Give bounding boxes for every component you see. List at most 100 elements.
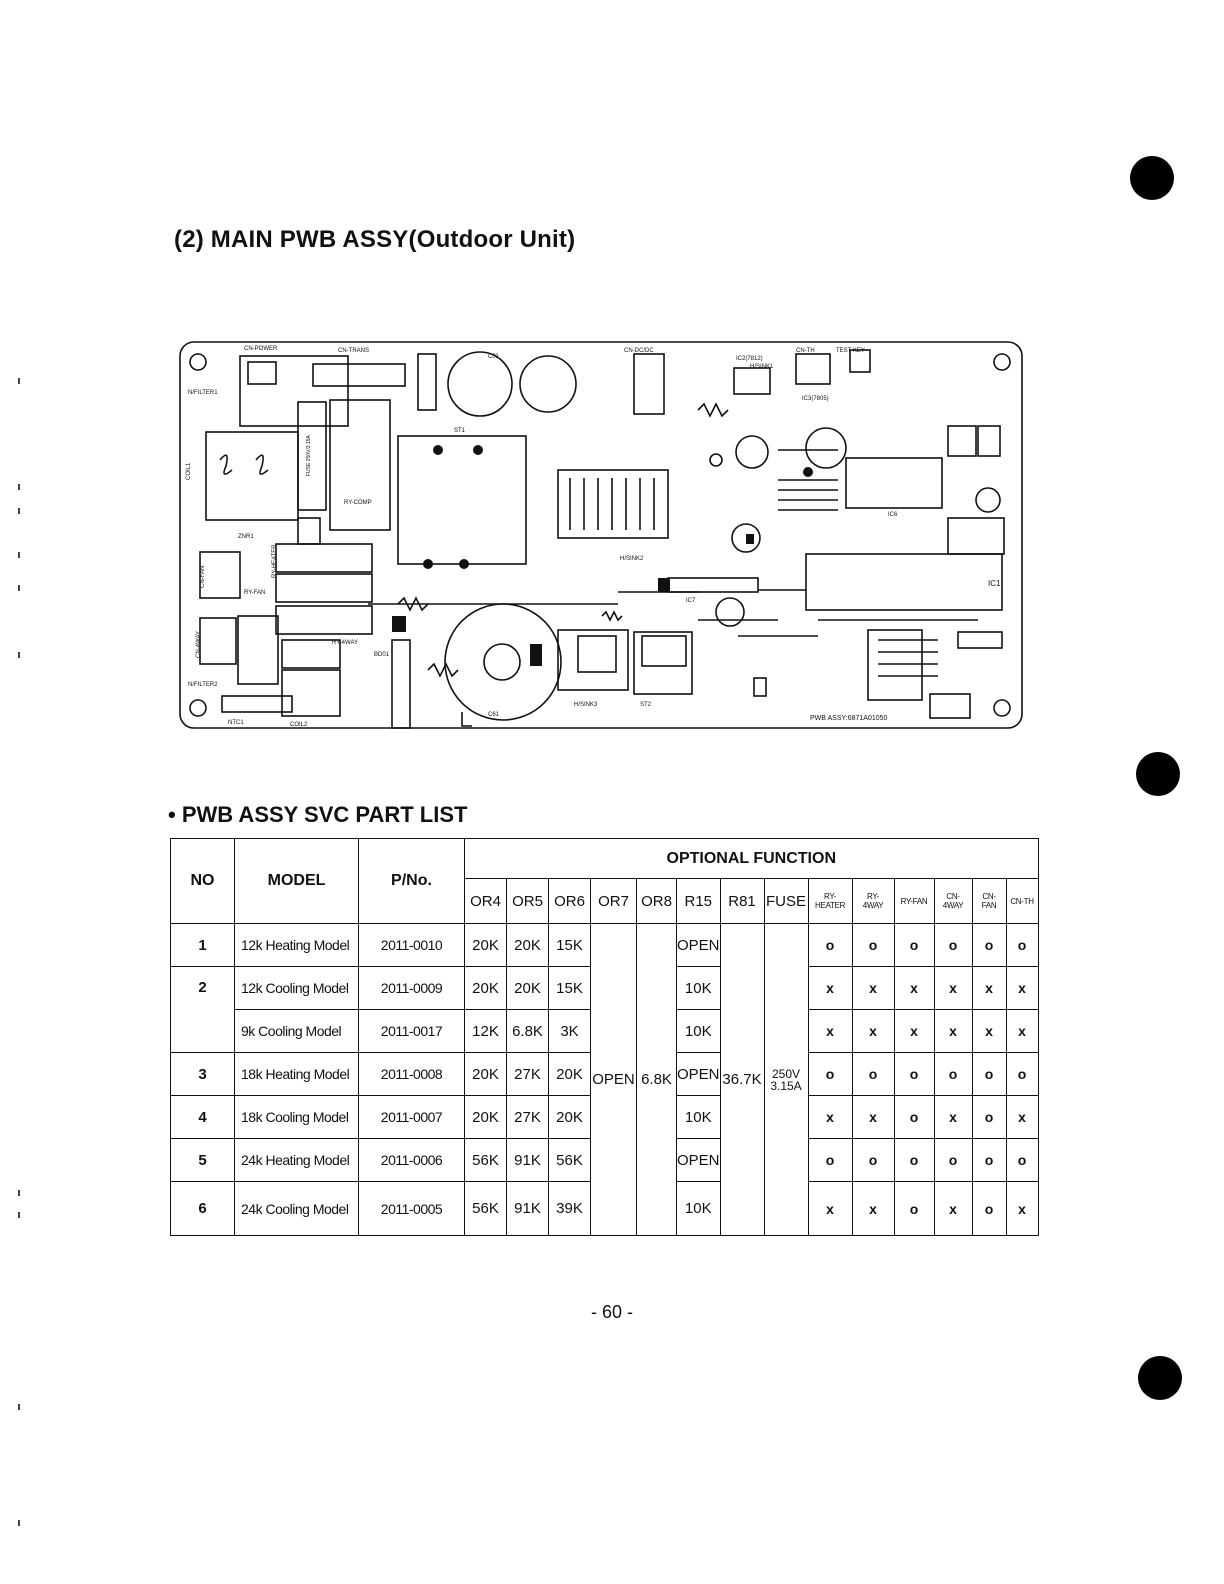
header-no: NO (170, 838, 235, 924)
cell-pno: 2011-0008 (358, 1052, 465, 1096)
cell-ry-fan: o (893, 1052, 935, 1096)
scan-mark (18, 585, 20, 591)
cell-or5: 6.8K (506, 1009, 549, 1053)
cell-cn-fan: o (971, 923, 1007, 967)
label-n-filter1: N/FILTER1 (188, 390, 218, 396)
cell-no: 2 (170, 966, 235, 1053)
cell-cn-th: x (1005, 1009, 1039, 1053)
scan-mark (18, 1190, 20, 1196)
cell-cn-4way: x (933, 1009, 973, 1053)
cell-model: 9k Cooling Model (234, 1009, 359, 1053)
label-ry-4way: RY-4WAY (332, 640, 358, 646)
cell-pno: 2011-0007 (358, 1095, 465, 1139)
cell-cn-th: o (1005, 923, 1039, 967)
label-coil2: COIL2 (290, 722, 308, 728)
cell-cn-4way: o (933, 1138, 973, 1182)
label-ry-heater: RY-HEATER (272, 544, 278, 578)
scan-mark (18, 1212, 20, 1218)
cell-ry-heater: o (807, 1138, 853, 1182)
cell-r15: 10K (676, 1181, 721, 1236)
cell-r15: 10K (676, 1009, 721, 1053)
cell-ry-fan: o (893, 1181, 935, 1236)
label-cn-fan: CN-FAN (200, 566, 206, 588)
cell-or6: 56K (548, 1138, 591, 1182)
scan-mark (18, 378, 20, 384)
binding-hole-dot (1136, 752, 1180, 796)
label-cn-trans: CN-TRANS (338, 348, 369, 354)
part-list-heading: • PWB ASSY SVC PART LIST (168, 802, 468, 827)
cell-pno: 2011-0005 (358, 1181, 465, 1236)
cell-r15: OPEN (676, 1052, 721, 1096)
cell-ry-fan: x (893, 966, 935, 1010)
cell-or6: 15K (548, 923, 591, 967)
label-coil1: COIL1 (186, 462, 192, 480)
cell-ry-fan: o (893, 1095, 935, 1139)
cell-model: 12k Cooling Model (234, 966, 359, 1010)
header-or8: OR8 (636, 878, 677, 924)
label-ic1: IC1 (988, 579, 1001, 588)
label-ntc1: NTC1 (228, 720, 244, 726)
scan-mark (18, 1520, 20, 1526)
label-cn-4way: CN-4WAY (196, 631, 202, 658)
cell-pno: 2011-0006 (358, 1138, 465, 1182)
header-or4: OR4 (464, 878, 507, 924)
cell-r15: 10K (676, 966, 721, 1010)
scan-mark (18, 552, 20, 558)
cell-r15: OPEN (676, 1138, 721, 1182)
cell-model: 24k Heating Model (234, 1138, 359, 1182)
cell-r81-merged: 36.7K (719, 923, 765, 1236)
header-ry-4way: RY-4WAY (851, 878, 895, 924)
header-r15: R15 (676, 878, 721, 924)
page-number: - 60 - (590, 1302, 633, 1322)
cell-or4: 56K (464, 1138, 507, 1182)
label-st1: ST1 (454, 428, 466, 434)
cell-cn-fan: x (971, 966, 1007, 1010)
cell-r15: 10K (676, 1095, 721, 1139)
cell-cn-fan: o (971, 1138, 1007, 1182)
cell-or8-merged: 6.8K (636, 923, 677, 1236)
cell-or4: 12K (464, 1009, 507, 1053)
table-row: 6 24k Cooling Model 2011-0005 56K 91K 39… (170, 1181, 1039, 1236)
cell-cn-th: o (1005, 1052, 1039, 1096)
cell-no: 5 (170, 1138, 235, 1182)
header-model: MODEL (234, 838, 359, 924)
header-cn-th: CN-TH (1005, 878, 1039, 924)
binding-hole-dot (1130, 156, 1174, 200)
cell-or5: 91K (506, 1138, 549, 1182)
header-or7: OR7 (590, 878, 637, 924)
cell-ry-fan: o (893, 1138, 935, 1182)
label-test-key: TEST KEY (836, 348, 865, 354)
cell-ry-4way: o (851, 1138, 895, 1182)
label-h-sink1: H/SINK1 (750, 364, 774, 370)
cell-ry-fan: x (893, 1009, 935, 1053)
label-st2: ST2 (640, 702, 652, 708)
cell-model: 18k Cooling Model (234, 1095, 359, 1139)
cell-or5: 91K (506, 1181, 549, 1236)
cell-cn-th: x (1005, 966, 1039, 1010)
table-row: 1 12k Heating Model 2011-0010 20K 20K 15… (170, 923, 1039, 1236)
cell-ry-fan: o (893, 923, 935, 967)
cell-pno: 2011-0010 (358, 923, 465, 967)
cell-cn-th: x (1005, 1181, 1039, 1236)
cell-cn-4way: x (933, 1095, 973, 1139)
cell-or4: 20K (464, 923, 507, 967)
cell-cn-fan: o (971, 1052, 1007, 1096)
cell-or6: 39K (548, 1181, 591, 1236)
cell-model: 12k Heating Model (234, 923, 359, 967)
label-cn-dcdc: CN-DC/DC (624, 348, 654, 354)
cell-ry-4way: x (851, 1095, 895, 1139)
cell-or7-merged: OPEN (590, 923, 637, 1236)
cell-or4: 20K (464, 1095, 507, 1139)
cell-ry-4way: o (851, 923, 895, 967)
cell-cn-4way: x (933, 966, 973, 1010)
header-or5: OR5 (506, 878, 549, 924)
cell-or5: 27K (506, 1052, 549, 1096)
scan-mark (18, 1404, 20, 1410)
label-fuse: FUSE 250V/3.15A (306, 434, 312, 476)
cell-cn-th: o (1005, 1138, 1039, 1182)
cell-cn-fan: o (971, 1095, 1007, 1139)
cell-cn-fan: o (971, 1181, 1007, 1236)
cell-no: 6 (170, 1181, 235, 1236)
cell-or5: 20K (506, 923, 549, 967)
svc-part-list-table: NO MODEL P/No. OPTIONAL FUNCTION OR4 OR5… (170, 838, 1039, 1236)
